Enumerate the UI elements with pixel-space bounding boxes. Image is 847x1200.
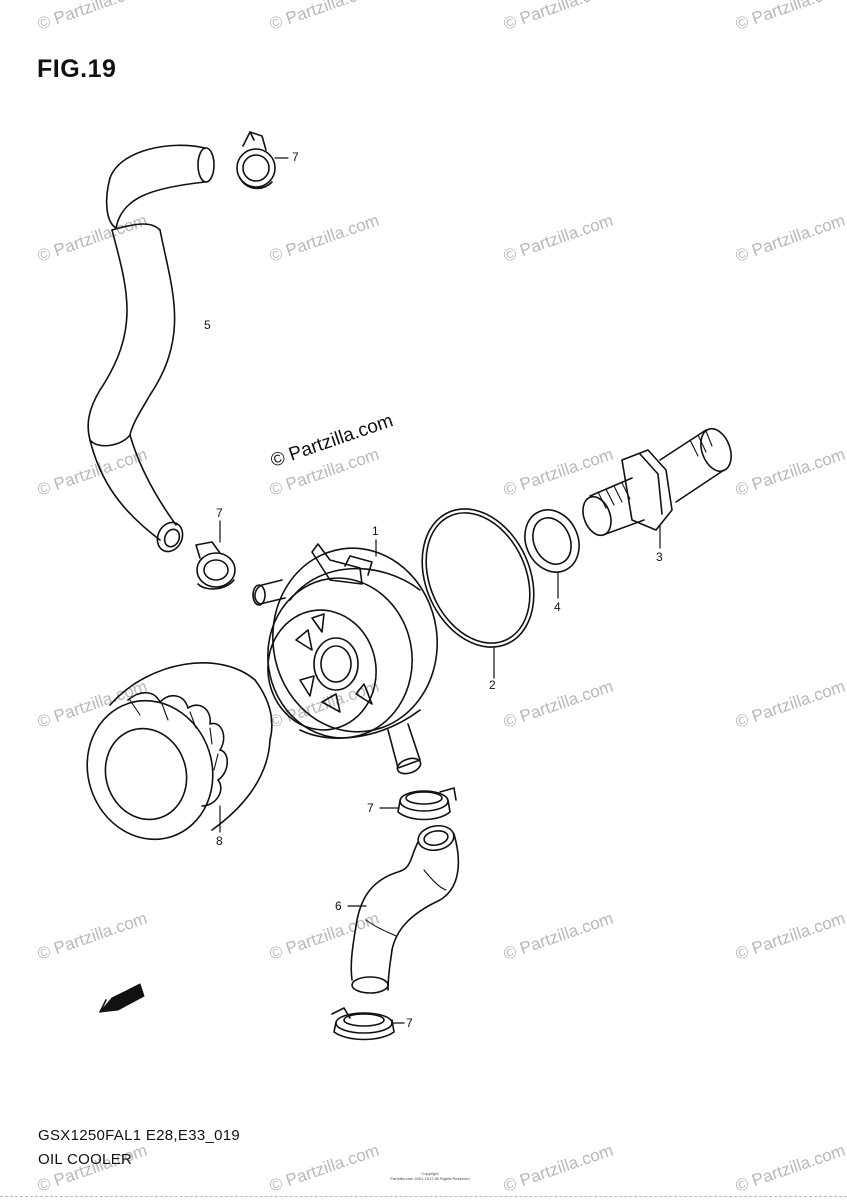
bottom-divider bbox=[0, 1196, 847, 1197]
callout-8: 8 bbox=[216, 834, 223, 848]
clamp-7-top bbox=[236, 131, 289, 190]
washer-4 bbox=[524, 509, 580, 599]
union-bolt-3 bbox=[582, 427, 732, 549]
callout-7-bottom: 7 bbox=[406, 1016, 413, 1030]
clamp-7-bottom bbox=[331, 1007, 405, 1041]
figure-title: FIG.19 bbox=[37, 55, 117, 83]
copyright-note: Copyright Partzilla.com 2001-2017 All Ri… bbox=[360, 1171, 500, 1181]
copyright-line-2: Partzilla.com 2001-2017 All Rights Reser… bbox=[390, 1176, 470, 1181]
section-name: OIL COOLER bbox=[38, 1151, 133, 1168]
hose-6 bbox=[347, 824, 460, 994]
callout-7-top: 7 bbox=[292, 150, 299, 164]
copyright-line-1: Copyright bbox=[421, 1171, 439, 1176]
callout-1: 1 bbox=[372, 524, 379, 538]
hose-5 bbox=[87, 144, 215, 553]
callout-2: 2 bbox=[489, 678, 496, 692]
callout-7-left: 7 bbox=[216, 506, 223, 520]
oil-cooler-1 bbox=[252, 539, 439, 775]
callout-7-middle: 7 bbox=[367, 801, 374, 815]
fwd-arrow-icon bbox=[99, 983, 145, 1013]
clamp-7-middle bbox=[379, 787, 457, 821]
callout-4: 4 bbox=[554, 600, 561, 614]
oil-filter-8 bbox=[86, 662, 273, 841]
callout-5: 5 bbox=[204, 318, 211, 332]
callout-6: 6 bbox=[335, 899, 342, 913]
clamp-7-left bbox=[195, 520, 236, 590]
callout-3: 3 bbox=[656, 550, 663, 564]
o-ring-2 bbox=[421, 508, 535, 679]
model-code: GSX1250FAL1 E28,E33_019 bbox=[38, 1127, 241, 1144]
